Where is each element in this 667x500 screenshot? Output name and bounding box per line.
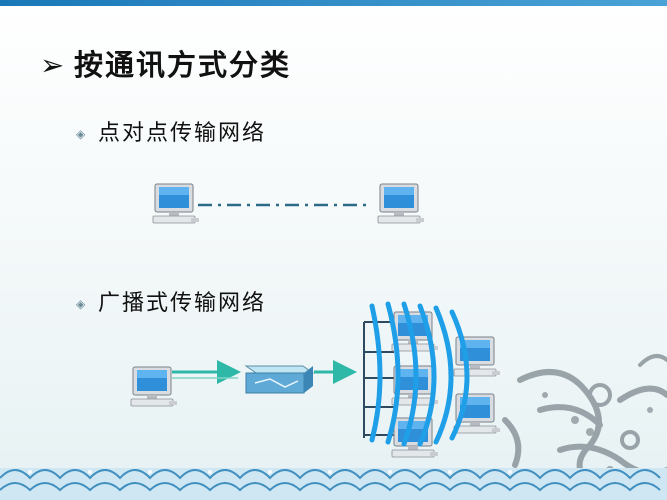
slide-title: ➢按通讯方式分类 (40, 42, 291, 84)
bullet-label: 点对点传输网络 (98, 121, 267, 146)
hub-icon (244, 365, 315, 394)
computer-icon (377, 183, 425, 224)
top-accent-bar (0, 0, 667, 6)
arrow-marker-icon: ➢ (40, 48, 67, 82)
bullet-point-to-point: ◈ 点对点传输网络 (76, 115, 266, 147)
sea-wave-decoration (0, 468, 667, 500)
bullet-broadcast: ◈ 广播式传输网络 (76, 285, 266, 317)
diamond-bullet-icon: ◈ (76, 127, 88, 141)
wave-icon (369, 301, 470, 447)
computer-icon (391, 417, 439, 458)
computer-icon (152, 183, 200, 224)
computer-icon (130, 366, 178, 407)
bullet-label: 广播式传输网络 (98, 291, 267, 316)
slide-title-text: 按通讯方式分类 (74, 48, 292, 82)
diamond-bullet-icon: ◈ (76, 297, 88, 311)
